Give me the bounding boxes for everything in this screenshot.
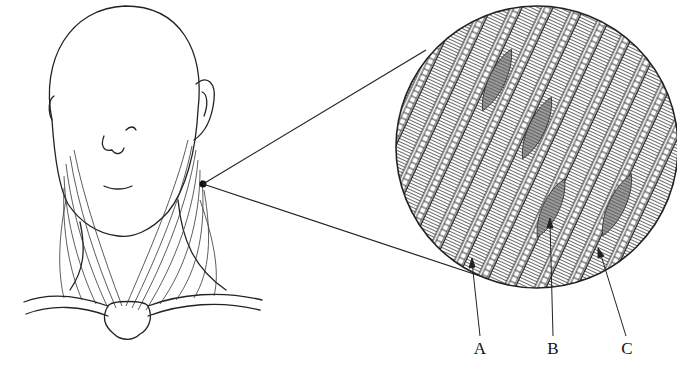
- part-label: C: [621, 340, 632, 357]
- part-label: A: [474, 340, 486, 357]
- part-label: B: [547, 340, 558, 357]
